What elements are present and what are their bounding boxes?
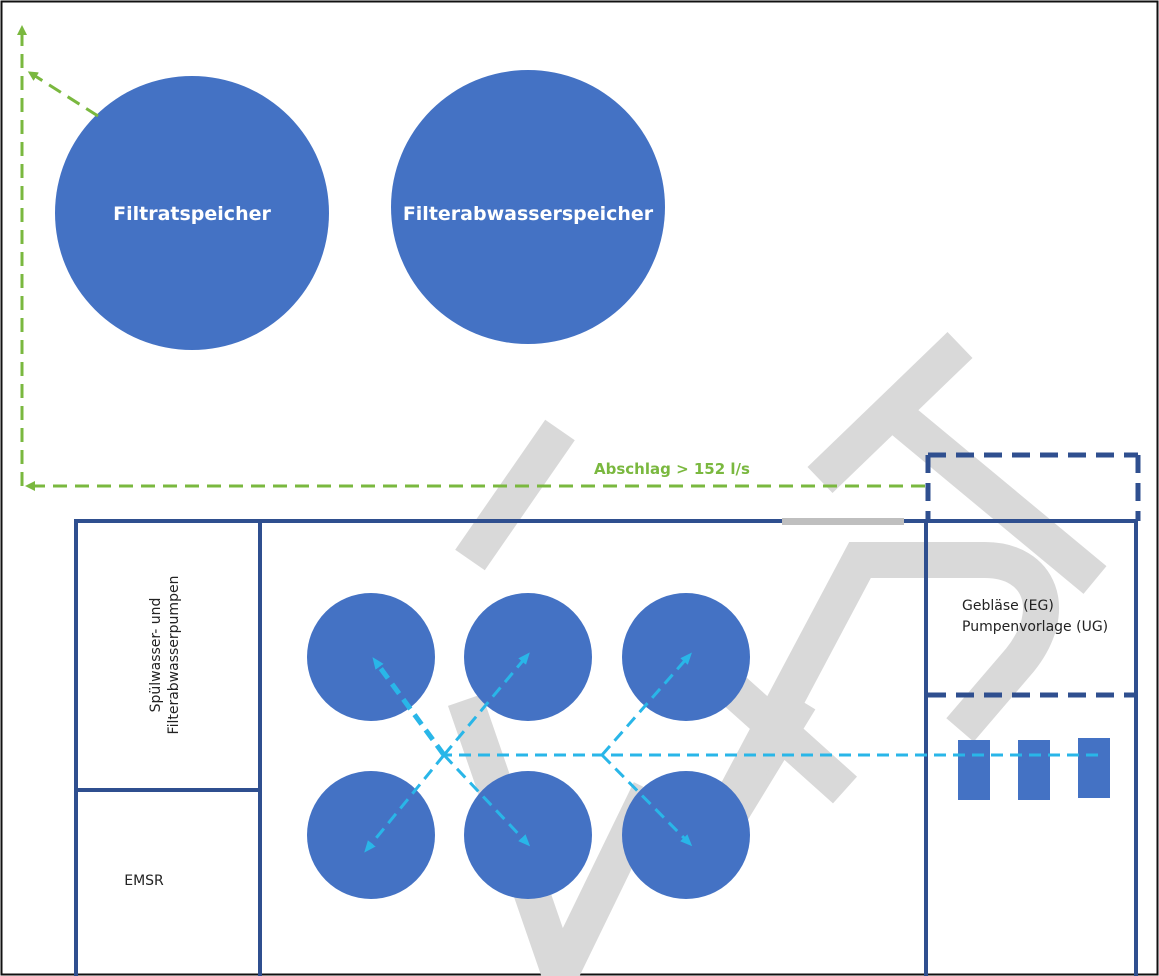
air-branch (442, 753, 531, 847)
filter-cell (464, 593, 592, 721)
filter-cell (464, 771, 592, 899)
watermark-letter-p (674, 542, 1059, 889)
filtrate-tank (55, 76, 329, 350)
filter-cells (307, 593, 750, 899)
blower-enclosure (925, 452, 1141, 698)
overflow-branch (27, 71, 99, 118)
blower-unit (1018, 740, 1050, 800)
blower-label-line2: Pumpenvorlage (UG) (962, 619, 1108, 635)
overflow-label: Abschlag > 152 l/s (594, 460, 750, 478)
filter-cell (307, 593, 435, 721)
pump-room-label-line2: Filterabwasserpumpen (166, 576, 182, 735)
air-branch (600, 652, 692, 756)
backwash-tank (391, 70, 665, 344)
blower-units (958, 738, 1110, 800)
watermark-letter-t (807, 332, 1107, 594)
building-outline (74, 519, 1138, 976)
wall-opening (782, 518, 904, 525)
filter-cell (622, 593, 750, 721)
emsr-label: EMSR (124, 873, 164, 889)
air-distribution (364, 652, 1098, 853)
pump-room-label-line1: Spülwasser- und (148, 598, 164, 713)
pump-room-label: Spülwasser- und Filterabwasserpumpen (148, 576, 182, 735)
filtrate-tank-label: Filtratspeicher (113, 203, 271, 225)
blower-unit (958, 740, 990, 800)
overflow-line (17, 25, 925, 491)
backwash-tank-label: Filterabwasserspeicher (403, 203, 654, 225)
blower-label-line1: Gebläse (EG) (962, 598, 1054, 614)
air-branch (364, 754, 446, 853)
blower-unit (1078, 738, 1110, 798)
air-branch (372, 657, 447, 757)
air-branch (600, 753, 693, 847)
air-branch (442, 652, 530, 756)
building (74, 519, 1138, 976)
filter-cell (622, 771, 750, 899)
